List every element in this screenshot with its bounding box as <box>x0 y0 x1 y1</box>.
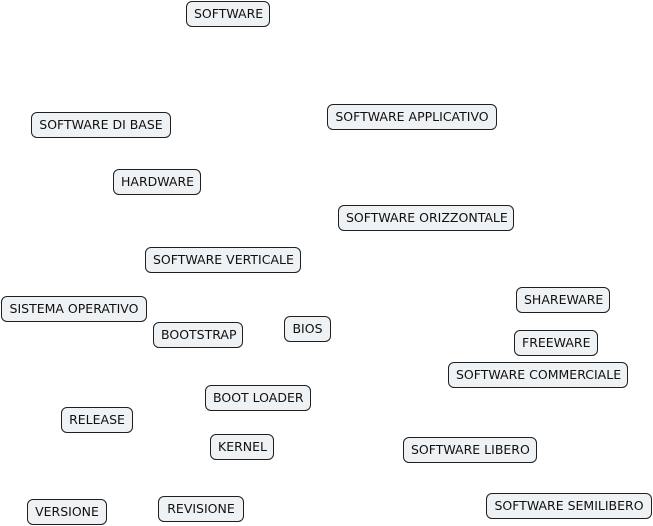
node-software-libero[interactable]: SOFTWARE LIBERO <box>403 437 537 463</box>
node-software-commerciale[interactable]: SOFTWARE COMMERCIALE <box>448 362 628 388</box>
node-revisione[interactable]: REVISIONE <box>158 496 244 522</box>
node-boot-loader[interactable]: BOOT LOADER <box>205 385 311 411</box>
node-software[interactable]: SOFTWARE <box>186 1 270 27</box>
node-bootstrap[interactable]: BOOTSTRAP <box>153 322 243 348</box>
node-shareware[interactable]: SHAREWARE <box>516 287 610 313</box>
node-hardware[interactable]: HARDWARE <box>113 169 201 195</box>
node-software-semilibero[interactable]: SOFTWARE SEMILIBERO <box>486 493 652 519</box>
node-versione[interactable]: VERSIONE <box>27 499 107 525</box>
node-software-verticale[interactable]: SOFTWARE VERTICALE <box>145 247 301 273</box>
node-freeware[interactable]: FREEWARE <box>514 330 598 356</box>
node-software-di-base[interactable]: SOFTWARE DI BASE <box>31 112 171 138</box>
node-software-applicativo[interactable]: SOFTWARE APPLICATIVO <box>327 104 497 130</box>
node-bios[interactable]: BIOS <box>284 316 331 342</box>
node-software-orizzontale[interactable]: SOFTWARE ORIZZONTALE <box>338 205 514 231</box>
node-release[interactable]: RELEASE <box>61 407 133 433</box>
node-kernel[interactable]: KERNEL <box>210 434 274 460</box>
node-sistema-operativo[interactable]: SISTEMA OPERATIVO <box>1 296 147 322</box>
